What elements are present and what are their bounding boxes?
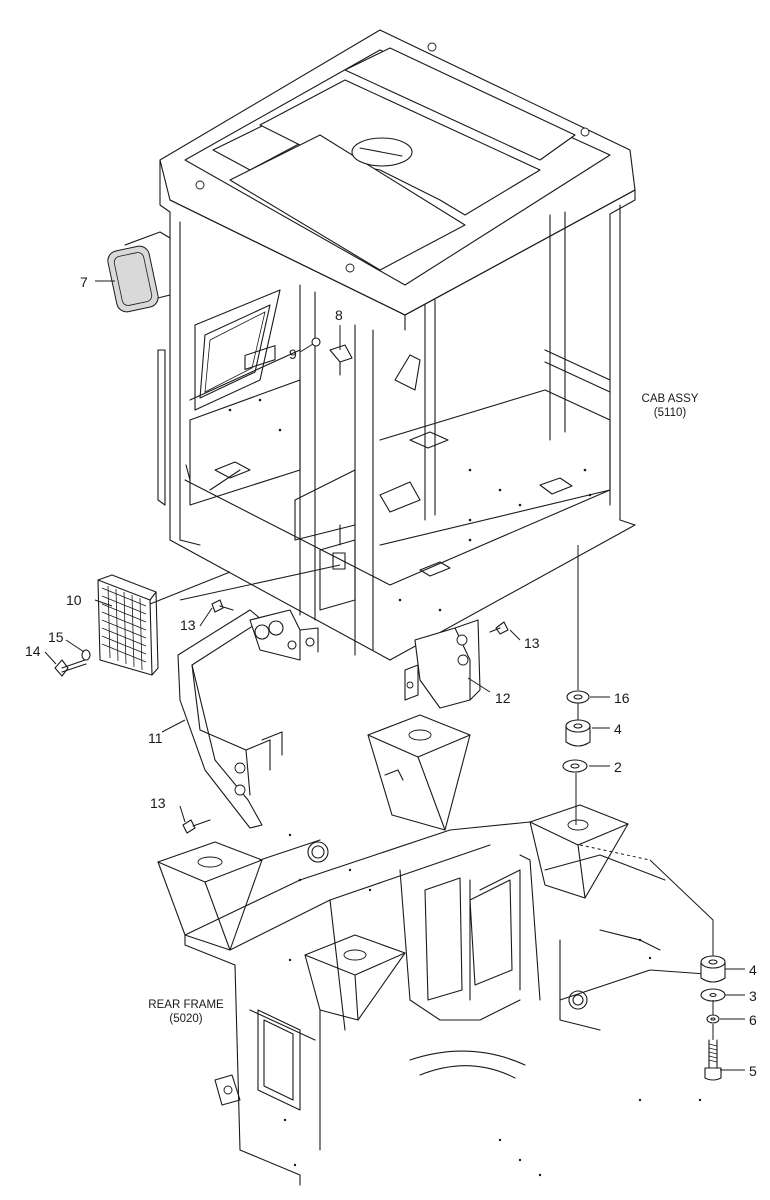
callout-16: 16 — [614, 690, 630, 706]
part-11-bracket — [177, 609, 319, 829]
callout-12: 12 — [495, 690, 511, 706]
callout-9: 9 — [289, 346, 297, 362]
callout-2: 2 — [614, 759, 622, 775]
callout-13b: 13 — [524, 635, 540, 651]
rear-frame-code: (5020) — [169, 1013, 202, 1025]
cab-assembly — [157, 29, 636, 661]
part-13-bolt-c — [182, 819, 211, 834]
part-5-bolt — [704, 1039, 722, 1081]
part-13-bolt-b — [489, 621, 509, 635]
part-13-bolt-a — [211, 599, 234, 613]
callout-7: 7 — [80, 274, 88, 290]
cab-assy-label: CAB ASSY — [642, 393, 699, 405]
callout-4b: 4 — [749, 962, 757, 978]
part-4-rubber-mount-upper — [565, 719, 591, 747]
part-10-filter — [97, 574, 159, 676]
part-12-bracket — [404, 619, 481, 709]
part-3-washer — [700, 988, 726, 1002]
callout-14: 14 — [25, 643, 41, 659]
callout-8: 8 — [335, 307, 343, 323]
callout-5: 5 — [749, 1063, 757, 1079]
callout-3: 3 — [749, 988, 757, 1004]
callout-13c: 13 — [150, 795, 166, 811]
cab-assy-code: (5110) — [654, 407, 687, 419]
part-6-lock-washer — [706, 1014, 720, 1024]
callout-15: 15 — [48, 629, 64, 645]
part-2-washer — [562, 759, 588, 773]
part-15-washer — [81, 649, 91, 661]
rear-frame-label: REAR FRAME — [148, 999, 224, 1011]
part-4-rubber-mount-lower — [700, 955, 726, 983]
callout-6: 6 — [749, 1012, 757, 1028]
callout-4a: 4 — [614, 721, 622, 737]
callout-11: 11 — [148, 730, 163, 746]
part-7-mirror — [107, 231, 171, 313]
rear-frame — [157, 714, 721, 1186]
callout-10: 10 — [66, 592, 82, 608]
part-14-wing-bolt — [54, 659, 87, 677]
part-8-latch — [311, 337, 353, 376]
assembly-labels: CAB ASSY (5110) REAR FRAME (5020) — [148, 393, 698, 1025]
callout-13a: 13 — [180, 617, 196, 633]
callout-labels: 7 8 9 10 13 15 14 11 13 12 13 16 4 2 4 3… — [25, 274, 757, 1079]
part-16-washer — [566, 690, 590, 704]
leader-lines — [44, 280, 745, 1071]
